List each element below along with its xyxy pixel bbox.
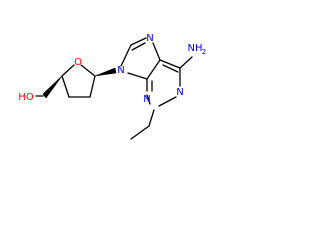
chemical-structure: O HO N N N N NH 2 — [18, 33, 206, 140]
bond-n7-c5 — [152, 42, 161, 61]
bond-ethyl-ch3 — [130, 125, 150, 140]
bond-c8-n7-double — [131, 42, 146, 51]
bond-o-c1 — [80, 64, 96, 77]
wedge-c1-n9 — [94, 67, 117, 77]
bond-c8-n7 — [130, 37, 147, 46]
bond-c2-ethyl — [148, 109, 155, 127]
n9-label: N — [117, 65, 124, 76]
bond-c5-c6 — [159, 59, 181, 69]
bond-c3-c4 — [61, 75, 70, 98]
hydroxyl-label: HO — [18, 92, 34, 103]
bonds — [35, 37, 193, 140]
ring-oxygen-label: O — [74, 57, 82, 68]
bond-c4-o — [61, 64, 75, 77]
bond-c2-n3 — [146, 94, 151, 105]
n3-label: N — [143, 94, 150, 105]
bond-c6-nh2 — [179, 56, 193, 69]
bond-c5-c4 — [146, 59, 161, 80]
atom-labels: O HO N N N N NH 2 — [18, 33, 206, 105]
n7-label: N — [146, 33, 153, 44]
amine-label: NH — [188, 43, 203, 54]
bond-c1-c2 — [89, 75, 96, 98]
amine-subscript-label: 2 — [202, 48, 206, 56]
bond-n9-c8 — [120, 44, 132, 67]
bond-c5-c6-double — [162, 64, 179, 73]
wedge-c4-c5 — [42, 75, 63, 99]
n1-label: N — [176, 87, 183, 98]
bond-n1-c2 — [158, 96, 177, 107]
bond-c4-n9 — [127, 72, 148, 80]
